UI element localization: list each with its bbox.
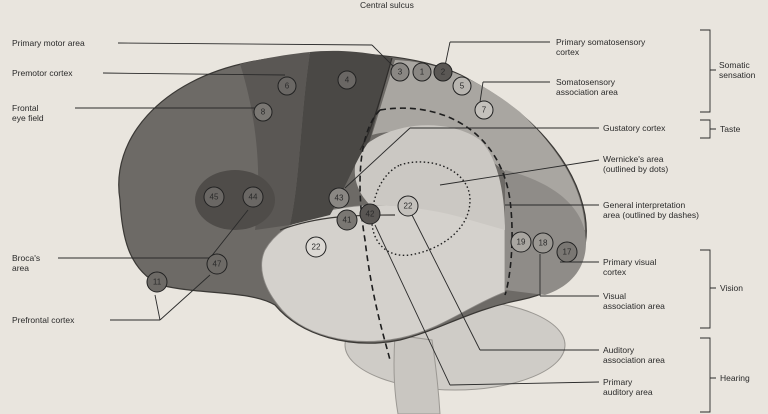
central-sulcus-label: Central sulcus [360,0,414,10]
area-18-number: 18 [539,239,548,248]
area-4-number: 4 [345,76,350,85]
primary-somatosensory-label: Primary somatosensory cortex [556,37,645,57]
brainstem [394,335,440,414]
area-44-marker: 44 [243,187,263,207]
area-17-marker: 17 [557,242,577,262]
area-42-number: 42 [366,210,375,219]
primary-motor-label: Primary motor area [12,38,85,48]
area-7-marker: 7 [475,101,493,119]
area-22-marker-upper: 22 [398,196,418,216]
area-8-marker: 8 [254,103,272,121]
area-11-marker: 11 [147,272,167,292]
prefrontal-label: Prefrontal cortex [12,315,74,325]
somatic-sensation-group: Somatic sensation [719,60,755,80]
group-brackets [700,30,716,412]
taste-group: Taste [720,124,740,134]
area-2-marker: 2 [434,63,452,81]
premotor-label: Premotor cortex [12,68,72,78]
area-3-number: 3 [398,68,403,77]
brocas-area-label: Broca's area [12,253,40,273]
area-41-marker: 41 [337,210,357,230]
area-11-number: 11 [153,278,162,287]
frontal-eye-field-label: Frontal eye field [12,103,44,123]
primary-auditory-label: Primary auditory area [603,377,653,397]
hearing-group: Hearing [720,373,750,383]
area-6-marker: 6 [278,77,296,95]
area-17-number: 17 [563,248,572,257]
area-5-marker: 5 [453,77,471,95]
area-18-marker: 18 [533,233,553,253]
area-2-number: 2 [441,68,446,77]
area-47-marker: 47 [207,254,227,274]
area-19-marker: 19 [511,232,531,252]
area-43-marker: 43 [329,188,349,208]
area-8-number: 8 [261,108,266,117]
area-5-number: 5 [460,82,465,91]
area-42-marker: 42 [360,204,380,224]
primary-visual-label: Primary visual cortex [603,257,656,277]
area-1-number: 1 [420,68,425,77]
area-41-number: 41 [343,216,352,225]
area-43-number: 43 [335,194,344,203]
auditory-assoc-label: Auditory association area [603,345,665,365]
area-19-number: 19 [517,238,526,247]
gustatory-label: Gustatory cortex [603,123,665,133]
area-22-number-lower: 22 [312,243,321,252]
wernickes-label: Wernicke's area (outlined by dots) [603,154,668,174]
vision-group: Vision [720,283,743,293]
area-44-number: 44 [249,193,258,202]
visual-assoc-label: Visual association area [603,291,665,311]
area-6-number: 6 [285,82,290,91]
somatosensory-assoc-label: Somatosensory association area [556,77,618,97]
area-22-marker-lower: 22 [306,237,326,257]
area-3-marker: 3 [391,63,409,81]
area-45-marker: 45 [204,187,224,207]
area-4-marker: 4 [338,71,356,89]
general-interpretation-label: General interpretation area (outlined by… [603,200,699,220]
area-47-number: 47 [213,260,222,269]
area-1-marker: 1 [413,63,431,81]
area-22-number-upper: 22 [404,202,413,211]
area-7-number: 7 [482,106,487,115]
area-45-number: 45 [210,193,219,202]
